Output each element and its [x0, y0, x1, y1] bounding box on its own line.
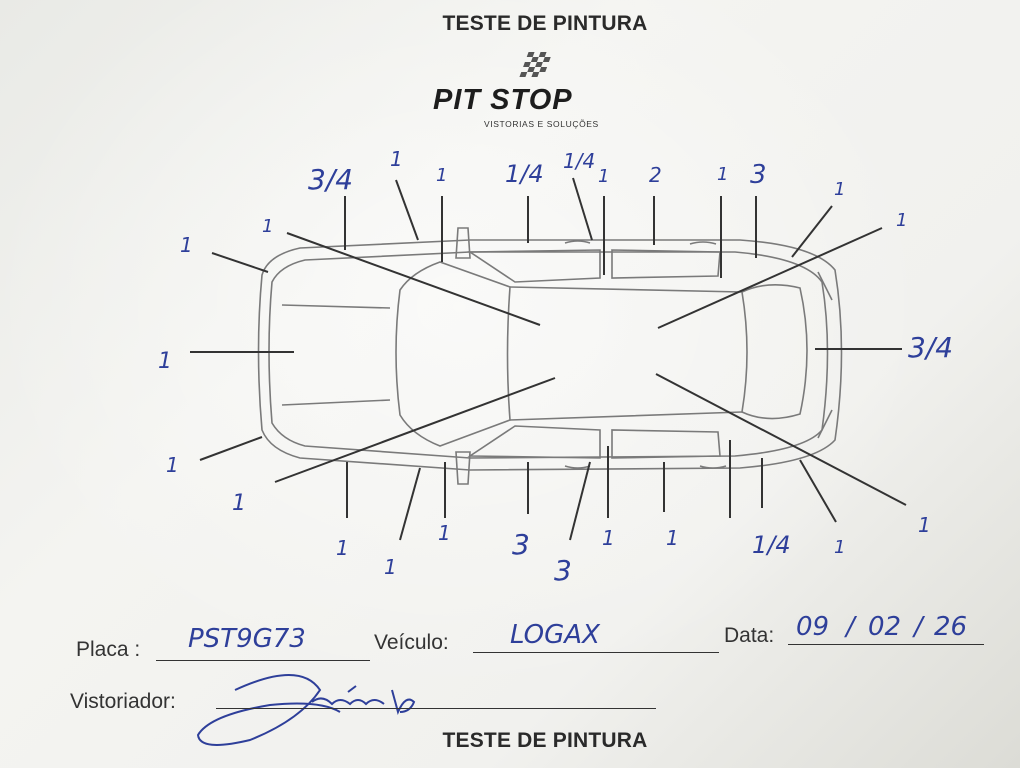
data-line — [788, 644, 984, 645]
placa-value: PST9G73 — [188, 624, 306, 654]
roof-edge — [509, 286, 743, 421]
veiculo-line — [473, 652, 719, 653]
reading: 1/4 — [752, 531, 791, 559]
reading: 1 — [666, 526, 679, 550]
reading: 3 — [512, 528, 530, 561]
rear-window-bottom — [611, 429, 721, 459]
hood-line-upper — [281, 304, 391, 309]
reading: 1 — [262, 216, 273, 237]
reading: 1 — [232, 491, 246, 516]
pointer-line — [211, 252, 269, 273]
reading: 1 — [166, 453, 179, 477]
data-label: Data: — [724, 624, 775, 647]
vistoriador-line — [216, 708, 656, 709]
reading: 1/4 — [505, 160, 544, 188]
door-handle-top — [564, 240, 591, 244]
page-title: TESTE DE PINTURA — [442, 12, 648, 35]
veiculo-value: LOGAX — [510, 620, 600, 650]
reading: 3/4 — [308, 163, 353, 196]
reading: 1 — [336, 536, 349, 560]
door-handle-bottom — [564, 465, 591, 469]
hood-line-lower — [281, 399, 391, 406]
signature — [196, 674, 416, 746]
reading: 1 — [436, 165, 447, 186]
veiculo-label: Veículo: — [374, 631, 449, 654]
checkered-flag-icon — [519, 52, 551, 77]
rear-window-top — [611, 249, 721, 279]
reading: 1 — [918, 513, 931, 537]
reading: 2 — [649, 163, 662, 187]
reading: 3 — [554, 554, 572, 587]
data-month: 02 — [868, 612, 902, 642]
reading: 1 — [180, 233, 193, 257]
handwritten-readings: 3/4 1 1 1/4 1/4 1 2 1 3 1 1 3/4 1 1 1 1 … — [158, 147, 953, 587]
reading: 1 — [158, 349, 172, 374]
placa-line — [156, 660, 370, 661]
reading: 3/4 — [908, 331, 953, 364]
reading: 1 — [896, 210, 907, 231]
pointer-line — [657, 227, 883, 329]
reading: 1 — [717, 164, 728, 185]
car-body — [257, 239, 843, 471]
pointer-line — [199, 436, 263, 461]
door-handle-bottom-rear — [699, 465, 727, 469]
date-separator: / — [914, 612, 923, 642]
pointer-line — [655, 373, 907, 506]
mirror-bottom — [455, 451, 471, 485]
windshield — [395, 261, 511, 447]
pointer-line — [286, 232, 541, 326]
pointer-line — [569, 461, 591, 541]
data-day: 09 — [796, 612, 830, 642]
date-separator: / — [846, 612, 855, 642]
logo-wordmark: PIT STOP — [433, 84, 573, 116]
pointer-line — [799, 459, 837, 523]
pointer-line — [791, 205, 833, 258]
mirror-top — [455, 227, 471, 259]
reading: 1 — [834, 179, 845, 200]
reading: 1 — [390, 147, 403, 171]
data-year: 26 — [934, 612, 968, 642]
reading: 3 — [750, 160, 767, 190]
pointer-line — [395, 179, 419, 241]
reading: 1/4 — [563, 149, 595, 173]
reading: 1 — [598, 166, 609, 187]
pointer-line — [274, 377, 556, 483]
pointer-line — [572, 177, 593, 241]
reading: 1 — [384, 555, 397, 579]
pit-stop-logo: PIT STOP VISTORIAS E SOLUÇÕES — [430, 48, 670, 134]
vistoriador-label: Vistoriador: — [70, 690, 176, 713]
placa-label: Placa : — [76, 638, 141, 661]
rear-window — [741, 284, 808, 420]
car-outline — [257, 227, 843, 485]
door-handle-top-rear — [689, 241, 717, 245]
tail-lights — [817, 271, 833, 439]
reading: 1 — [438, 521, 451, 545]
pointer-lines — [190, 177, 907, 541]
reading: 1 — [834, 537, 845, 558]
front-window-bottom — [467, 425, 601, 459]
footer-title: TESTE DE PINTURA — [442, 729, 648, 752]
reading: 1 — [602, 526, 615, 550]
logo-tagline: VISTORIAS E SOLUÇÕES — [484, 119, 599, 129]
pointer-line — [399, 467, 421, 541]
front-window-top — [467, 249, 601, 283]
